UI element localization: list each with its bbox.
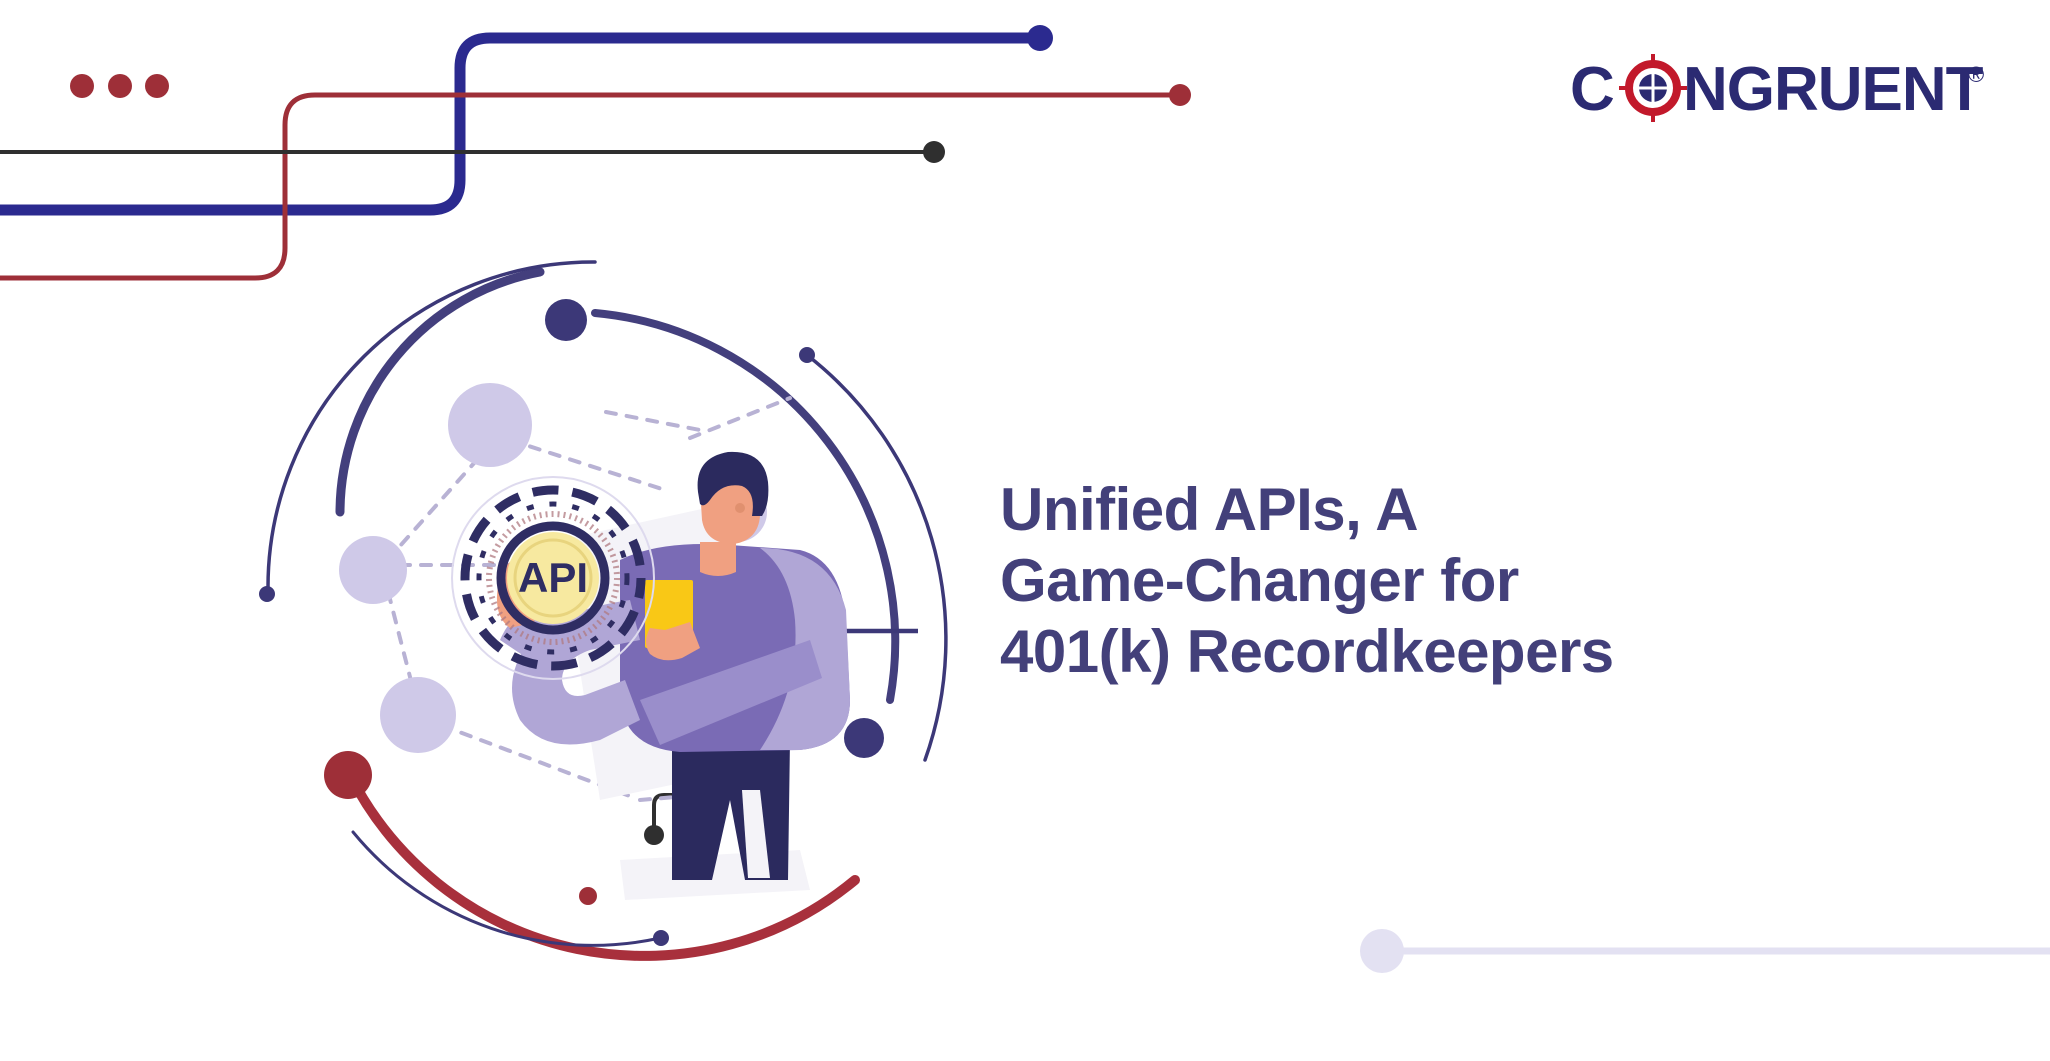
red-circuit-trace: [0, 92, 1178, 281]
black-trace-endpoint-dot: [923, 141, 945, 163]
person-forearm: [500, 600, 558, 660]
backdrop-wedge: [560, 505, 790, 800]
network-node-behind-head: [707, 482, 767, 542]
decor-dot-1: [70, 74, 94, 98]
decor-dot-2: [108, 74, 132, 98]
target-crosshair-icon: [1619, 54, 1687, 122]
arc-navy-thin-bottom-dot: [653, 930, 669, 946]
arc-red-node: [324, 751, 372, 799]
arc-red-thick-bottom: [345, 770, 860, 961]
lavender-dot: [1360, 929, 1404, 973]
logo-text-after: NGRUENT: [1683, 55, 1984, 124]
arc-navy-thick-upper: [335, 267, 545, 517]
arc-navy-thin-right: [805, 353, 948, 762]
person-head: [700, 457, 760, 544]
arc-navy-node-top: [545, 299, 587, 341]
navy-trace-endpoint-dot: [1027, 25, 1053, 51]
person-shoulder-light: [760, 548, 850, 750]
logo-svg: C NGRUENT ®: [1570, 54, 1985, 124]
mesh-edge-10: [638, 788, 762, 802]
person-pants: [672, 740, 790, 880]
leg-connector-dot: [644, 825, 664, 845]
yellow-card: [645, 580, 693, 648]
badge-label: API: [518, 554, 588, 601]
floor-shadow: [620, 850, 810, 900]
congruent-logo[interactable]: C NGRUENT ®: [1570, 54, 2000, 125]
network-node-bottom-right: [693, 717, 743, 767]
mesh-edge-8: [518, 598, 562, 702]
arc-navy-thin-left: [266, 260, 597, 589]
badge-solid-ring: [496, 521, 610, 635]
navy-circuit-trace: [0, 32, 1041, 216]
person-extended-arm: [512, 600, 640, 745]
network-node-left: [339, 536, 407, 604]
person-hair: [697, 451, 769, 516]
person-hand-left: [496, 560, 535, 628]
arc-navy-thin-left-dot: [259, 586, 275, 602]
red-trace-endpoint-dot: [1169, 84, 1191, 106]
network-node-bottom-left: [380, 677, 456, 753]
mesh-edge-1: [381, 441, 494, 567]
arc-navy-thin-bottom: [351, 830, 662, 947]
mesh-edge-5: [508, 438, 667, 492]
network-node-top: [448, 383, 532, 467]
arc-navy-thick-right: [591, 309, 900, 704]
person-torso: [620, 544, 850, 752]
pants-highlight: [742, 790, 770, 878]
person-arm-sleeve: [640, 640, 822, 745]
registered-mark: ®: [1968, 62, 1984, 87]
person-hand-right: [646, 622, 700, 661]
mesh-edge-2: [381, 570, 420, 710]
mesh-edge-6: [688, 396, 792, 440]
badge-outer-dashed-ring: [460, 485, 646, 671]
leg-connector-line: [652, 793, 745, 828]
person-neck: [700, 542, 736, 576]
badge-disc-inner-ring: [513, 538, 593, 618]
mesh-edge-3: [420, 716, 637, 800]
network-node-bottom: [612, 732, 668, 788]
decor-dot-3: [145, 74, 169, 98]
arc-navy-node-right: [844, 718, 884, 758]
mesh-edge-9: [678, 598, 742, 722]
mesh-edge-7: [604, 410, 702, 432]
shoulder-connector-dot: [793, 621, 813, 641]
badge-disc: [507, 532, 599, 624]
page-title: Unified APIs, A Game-Changer for 401(k) …: [1000, 476, 1614, 685]
arc-red-mid-dot: [579, 887, 597, 905]
arc-navy-thin-right-dot: [799, 347, 815, 363]
badge-tick-ring: [476, 501, 630, 655]
badge-maroon-tick-ring: [486, 511, 620, 645]
badge-halo-ring: [451, 476, 655, 680]
logo-text-before: C: [1570, 55, 1614, 124]
person-ear: [735, 503, 745, 513]
